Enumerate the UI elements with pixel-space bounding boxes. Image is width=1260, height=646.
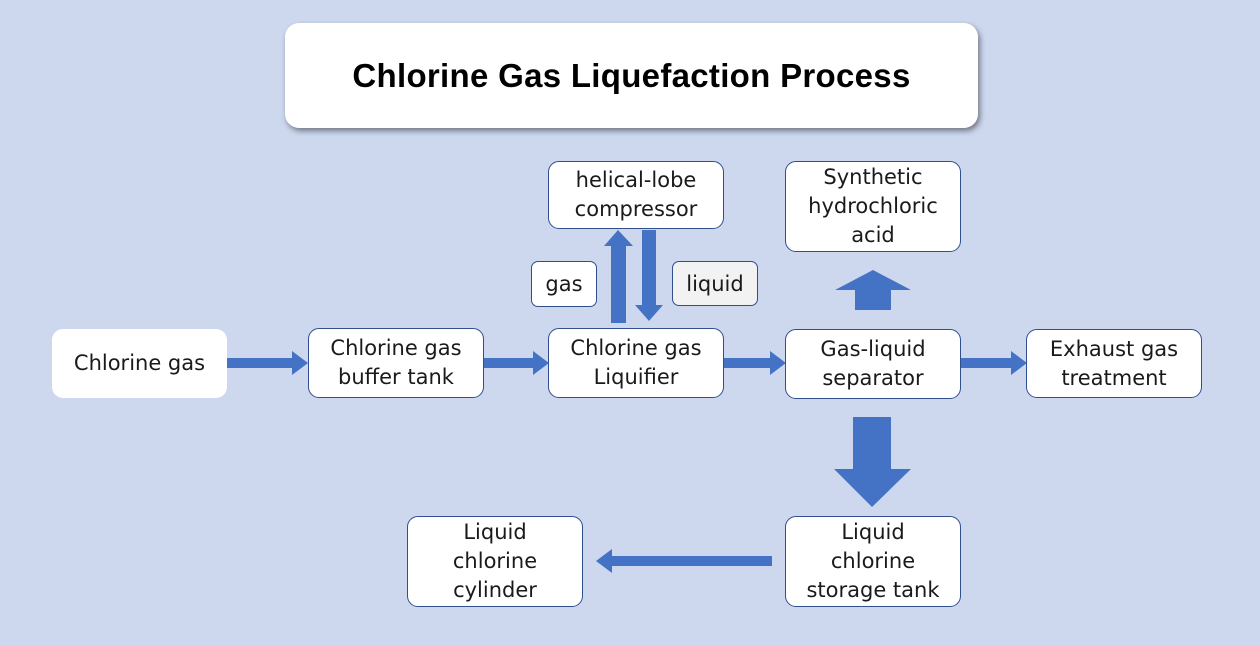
node-cylinder: Liquid chlorine cylinder bbox=[407, 516, 583, 607]
arrow-chlorine-to-buffer bbox=[227, 351, 308, 375]
node-exhaust: Exhaust gas treatment bbox=[1026, 329, 1202, 398]
arrow-separator-to-acid bbox=[835, 270, 911, 310]
arrow-gas-up bbox=[604, 230, 633, 323]
node-compressor: helical-lobe compressor bbox=[548, 161, 724, 229]
title-box: Chlorine Gas Liquefaction Process bbox=[285, 23, 978, 128]
arrow-liquid-down bbox=[635, 230, 663, 321]
node-hydrochloric-acid: Synthetic hydrochloric acid bbox=[785, 161, 961, 252]
node-liquifier: Chlorine gas Liquifier bbox=[548, 328, 724, 398]
node-chlorine-gas: Chlorine gas bbox=[52, 329, 227, 398]
arrow-buffer-to-liquifier bbox=[484, 351, 549, 375]
arrow-separator-to-exhaust bbox=[961, 351, 1027, 375]
arrow-separator-to-storage bbox=[834, 417, 911, 507]
label-liquid: liquid bbox=[672, 261, 758, 306]
arrow-liquifier-to-separator bbox=[724, 351, 786, 375]
arrow-storage-to-cylinder bbox=[596, 549, 772, 573]
node-buffer-tank: Chlorine gas buffer tank bbox=[308, 328, 484, 398]
node-separator: Gas-liquid separator bbox=[785, 329, 961, 399]
diagram-title: Chlorine Gas Liquefaction Process bbox=[352, 56, 911, 94]
label-gas: gas bbox=[531, 261, 597, 307]
node-storage-tank: Liquid chlorine storage tank bbox=[785, 516, 961, 607]
